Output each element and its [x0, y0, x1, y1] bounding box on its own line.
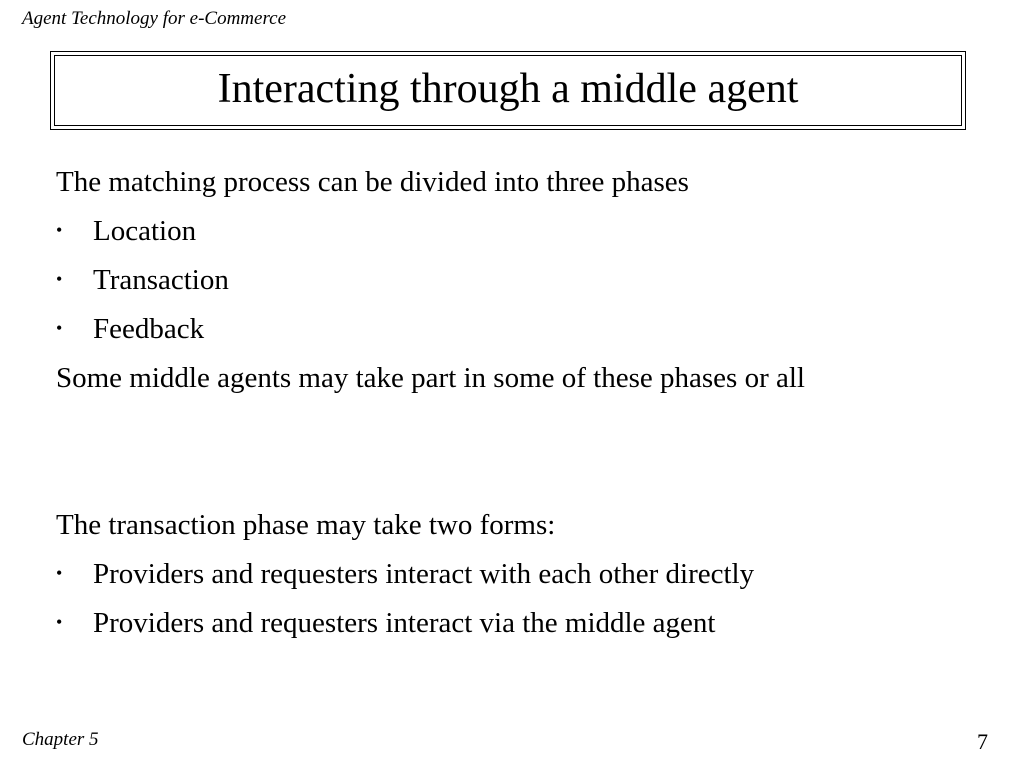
bullet-dot: • — [56, 220, 63, 240]
bullet-item: • Providers and requesters interact via … — [56, 602, 996, 651]
bullet-dot: • — [56, 318, 63, 338]
bullet-dot: • — [56, 612, 63, 632]
slide-content: The matching process can be divided into… — [56, 161, 996, 651]
section1-conclusion: Some middle agents may take part in some… — [56, 362, 805, 394]
bullet-text-location: Location — [93, 215, 197, 247]
page-number: 7 — [977, 729, 988, 754]
bullet-text-transaction: Transaction — [93, 264, 229, 296]
bullet-item: • Providers and requesters interact with… — [56, 553, 996, 602]
bullet-text-feedback: Feedback — [93, 313, 205, 345]
section1-intro: The matching process can be divided into… — [56, 166, 689, 198]
section2-intro: The transaction phase may take two forms… — [56, 509, 556, 541]
bullet-dot: • — [56, 563, 63, 583]
slide-title-inner-frame: Interacting through a middle agent — [54, 55, 962, 126]
course-title-header: Agent Technology for e-Commerce — [22, 8, 287, 29]
bullet-item: • Transaction — [56, 259, 996, 308]
slide-title-frame: Interacting through a middle agent — [50, 51, 966, 130]
bullet-text-direct: Providers and requesters interact with e… — [93, 558, 755, 590]
bullet-dot: • — [56, 269, 63, 289]
slide-title: Interacting through a middle agent — [217, 65, 799, 112]
bullet-item: • Location — [56, 210, 996, 259]
spacer — [56, 406, 996, 504]
bullet-text-via-middle-agent: Providers and requesters interact via th… — [93, 607, 716, 639]
bullet-item: • Feedback — [56, 308, 996, 357]
chapter-label: Chapter 5 — [22, 729, 99, 750]
